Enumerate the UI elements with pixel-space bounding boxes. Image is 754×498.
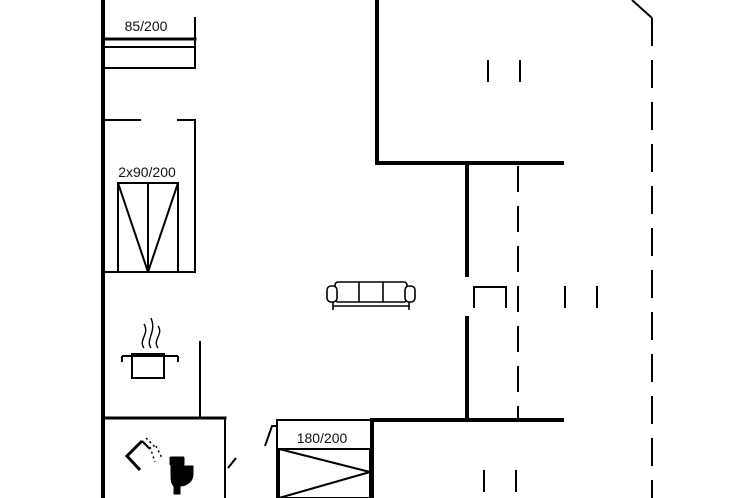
bed-label-bottom: 180/200 [297, 430, 348, 446]
double-bed [278, 448, 371, 498]
door-swing [264, 425, 277, 447]
shower-icon [124, 437, 163, 472]
bunk-bed [117, 182, 179, 273]
bunk-bed-diag-1 [117, 182, 149, 273]
double-bed-frame [278, 448, 371, 498]
roof-diagonal [631, 0, 653, 19]
doorway-marker [473, 286, 507, 308]
bed-label-bunk: 2x90/200 [118, 164, 176, 180]
toilet-icon [169, 456, 194, 495]
walls [101, 0, 564, 498]
terrace-lines [483, 0, 653, 498]
double-bed-diag-2 [278, 471, 371, 498]
bed-label-top: 85/200 [125, 18, 168, 34]
bath-door-swing [227, 457, 237, 469]
bunk-bed-diag-2 [147, 182, 179, 273]
double-bed-diag-1 [278, 448, 371, 473]
sofa-icon [326, 281, 416, 310]
cooking-pot-icon [121, 317, 179, 379]
